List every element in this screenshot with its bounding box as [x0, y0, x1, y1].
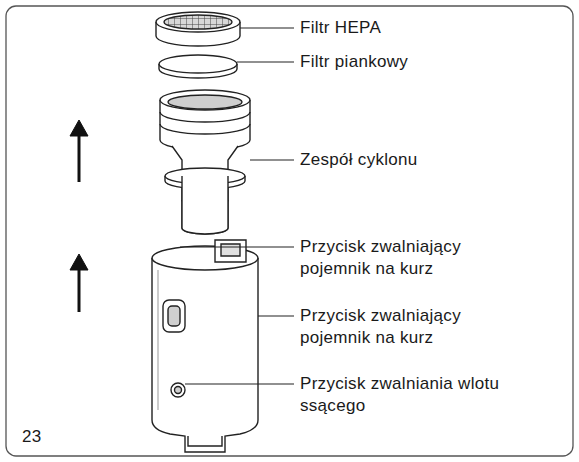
part-label: Filtr HEPA	[300, 17, 560, 39]
leader-line	[180, 28, 294, 384]
direction-arrow	[70, 120, 88, 312]
foam-filter	[159, 55, 237, 78]
part-label: Zespół cyklonu	[300, 149, 560, 171]
frame	[6, 6, 573, 456]
part-label: Przycisk zwalniający pojemnik na kurz	[300, 305, 500, 349]
figure-number: 23	[22, 426, 82, 448]
dust-container	[152, 240, 258, 452]
part-label: Filtr piankowy	[300, 51, 560, 73]
part-label: Przycisk zwalniający pojemnik na kurz	[300, 236, 500, 280]
hepa-filter	[156, 12, 240, 46]
part-label: Przycisk zwalniania wlotu ssącego	[300, 373, 500, 417]
cyclone-assembly	[160, 90, 250, 234]
